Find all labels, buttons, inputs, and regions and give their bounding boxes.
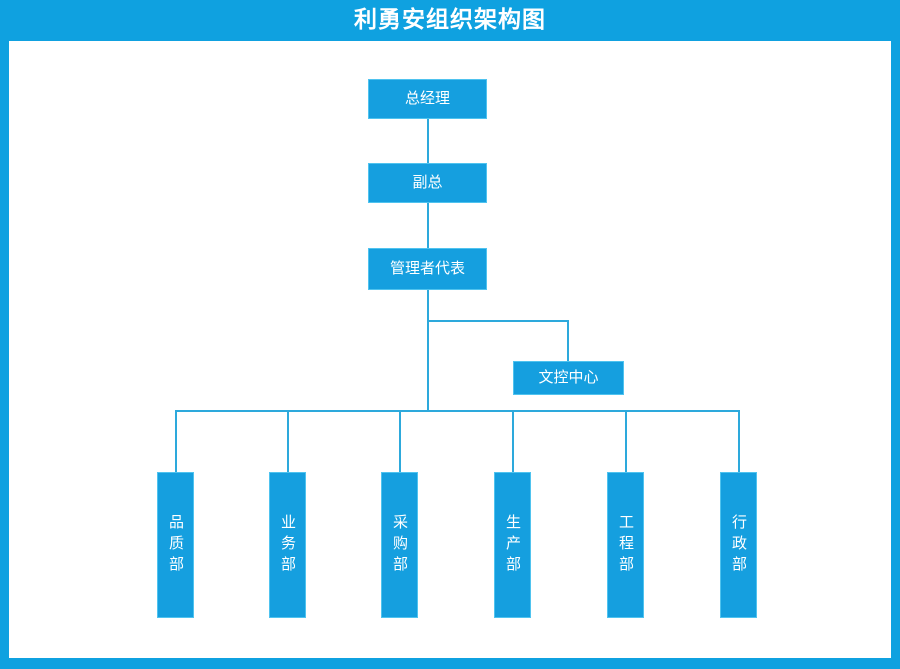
connector-mr-to-dcc-horizontal (427, 320, 569, 322)
connector-mr-trunk (427, 290, 429, 412)
node-management-representative[interactable]: 管理者代表 (368, 248, 487, 290)
connector-department-bus (175, 410, 739, 412)
node-management-representative-label: 管理者代表 (389, 259, 465, 278)
node-department-engineering-label: 工程部 (617, 513, 635, 577)
node-department-administration[interactable]: 行政部 (720, 472, 757, 618)
node-department-quality[interactable]: 品质部 (157, 472, 194, 618)
node-department-business-label: 业务部 (279, 513, 297, 577)
node-department-administration-label: 行政部 (730, 513, 748, 577)
connector-drop-purchasing (399, 410, 401, 472)
connector-gm-to-deputy (427, 119, 429, 163)
connector-drop-production (512, 410, 514, 472)
node-document-control-center[interactable]: 文控中心 (513, 361, 624, 395)
node-department-production-label: 生产部 (504, 513, 522, 577)
node-department-purchasing[interactable]: 采购部 (381, 472, 418, 618)
page-title: 利勇安组织架构图 (354, 7, 546, 33)
node-department-production[interactable]: 生产部 (494, 472, 531, 618)
node-department-quality-label: 品质部 (167, 513, 185, 577)
node-deputy-general-manager[interactable]: 副总 (368, 163, 487, 203)
node-document-control-center-label: 文控中心 (538, 368, 599, 387)
chart-canvas: 总经理 副总 管理者代表 文控中心 品质部 业务部 采购部 生产部 工程部 行政… (9, 41, 891, 658)
node-deputy-general-manager-label: 副总 (412, 173, 443, 192)
node-department-engineering[interactable]: 工程部 (607, 472, 644, 618)
connector-drop-quality (175, 410, 177, 472)
chart-title-bar: 利勇安组织架构图 (0, 0, 900, 41)
connector-drop-administration (738, 410, 740, 472)
node-department-purchasing-label: 采购部 (391, 513, 409, 577)
connector-mr-to-dcc-vertical (567, 320, 569, 361)
node-general-manager[interactable]: 总经理 (368, 79, 487, 119)
connector-drop-engineering (625, 410, 627, 472)
connector-drop-business (287, 410, 289, 472)
node-department-business[interactable]: 业务部 (269, 472, 306, 618)
node-general-manager-label: 总经理 (404, 89, 450, 108)
connector-deputy-to-mr (427, 203, 429, 248)
